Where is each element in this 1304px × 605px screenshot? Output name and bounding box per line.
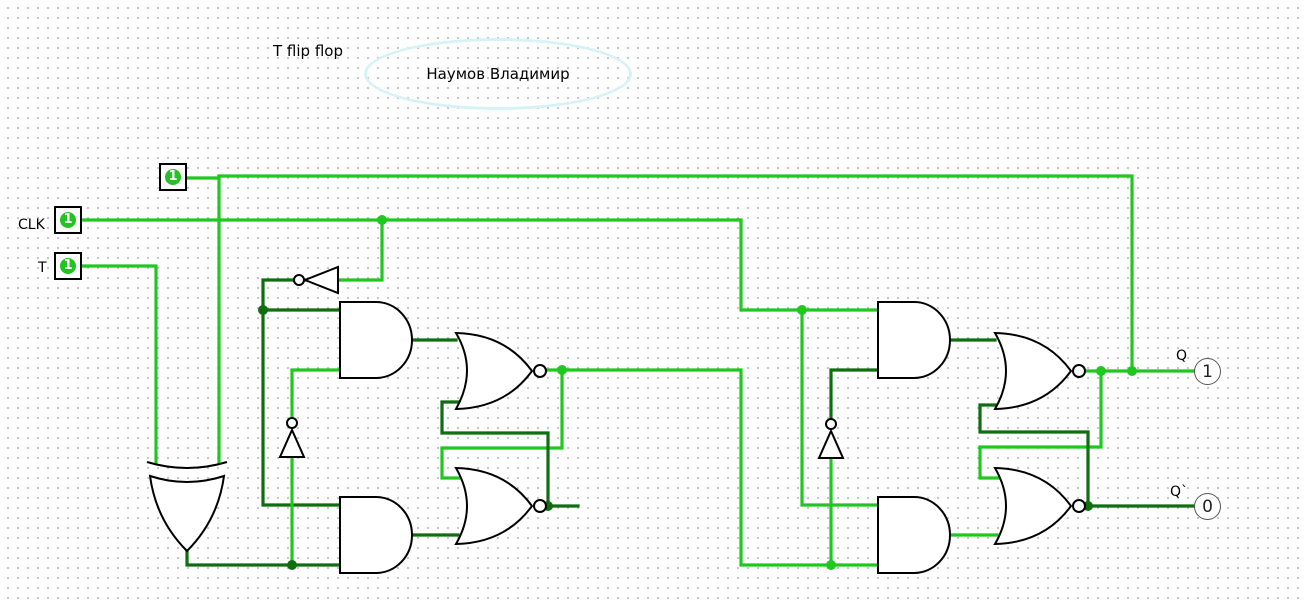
junction (826, 560, 836, 570)
junction (287, 560, 297, 570)
junction (377, 215, 387, 225)
not-gate-clock[interactable] (293, 265, 339, 295)
wire-xor-out[interactable] (185, 549, 342, 567)
wire-clk-not[interactable] (336, 218, 384, 282)
output-probe-qbar: 0 (1194, 493, 1221, 520)
q-label: Q (1176, 348, 1188, 364)
diagram-title: T flip flop (273, 42, 343, 60)
wire-q-fb[interactable] (978, 369, 1103, 480)
wire-master-nor2-fb[interactable] (440, 400, 550, 508)
wire-slave-not-out[interactable] (829, 368, 882, 420)
wire-t[interactable] (79, 264, 158, 464)
junction (1127, 366, 1137, 376)
and-gate-master-bottom[interactable] (339, 496, 413, 574)
input-pin-clk[interactable]: 1 (54, 206, 82, 234)
pin-led: 1 (165, 169, 181, 185)
input-pin-t[interactable]: 1 (54, 252, 82, 280)
not-gate-slave[interactable] (817, 418, 845, 459)
clk-label: CLK (18, 217, 45, 233)
wire-clk-inverted[interactable] (261, 278, 342, 507)
and-gate-slave-bottom[interactable] (877, 496, 951, 574)
t-label: T (38, 260, 47, 276)
wire-not-master-out[interactable] (290, 368, 342, 420)
and-gate-slave-top[interactable] (877, 301, 951, 379)
pin-led: 1 (60, 258, 76, 274)
input-pin-enable[interactable]: 1 (159, 163, 187, 191)
author-ellipse: Наумов Владимир (364, 38, 632, 110)
output-probe-q: 1 (1194, 358, 1221, 385)
wire-qbar-fb[interactable] (978, 403, 1090, 508)
junction (258, 305, 268, 315)
wire-clk[interactable] (79, 218, 882, 312)
not-gate-master[interactable] (278, 417, 306, 458)
qbar-label: Q` (1170, 484, 1189, 500)
xor-gate[interactable] (146, 461, 228, 553)
pin-led: 1 (60, 212, 76, 228)
wire-slave-clk[interactable] (800, 308, 882, 507)
junction (557, 365, 567, 375)
junction (797, 305, 807, 315)
nor-gate-slave-bottom[interactable] (993, 466, 1086, 546)
nor-gate-master-bottom[interactable] (454, 466, 547, 546)
wire-master-nor1-fb[interactable] (440, 368, 564, 480)
author-name: Наумов Владимир (426, 65, 570, 83)
junction (1096, 366, 1106, 376)
wire-master-nor1-out[interactable] (546, 368, 882, 567)
and-gate-master-top[interactable] (339, 301, 413, 379)
nor-gate-slave-top[interactable] (993, 331, 1086, 411)
nor-gate-master-top[interactable] (454, 331, 547, 411)
